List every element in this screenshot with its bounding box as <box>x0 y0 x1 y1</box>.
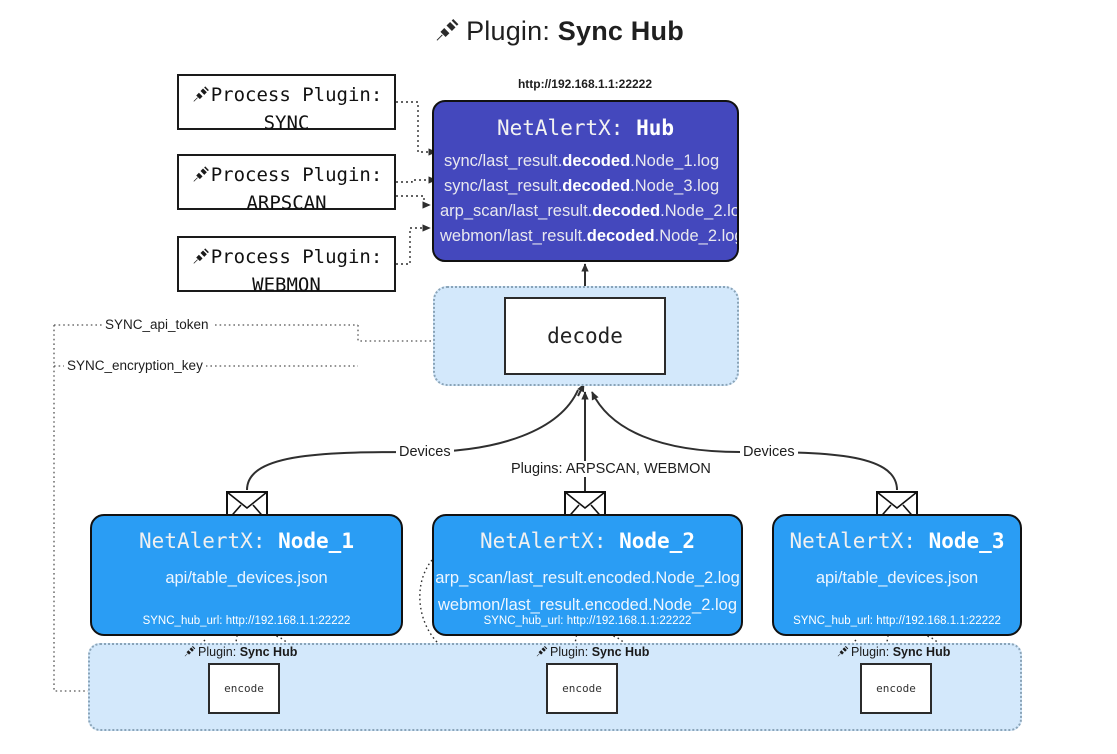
plug-icon <box>433 17 460 51</box>
encode-box-3[interactable]: encode <box>860 663 932 714</box>
hub-title: NetAlertX: Hub <box>496 116 674 140</box>
node-3-hub-url: SYNC_hub_url: http://192.168.1.1:22222 <box>793 615 1001 627</box>
plug-icon <box>535 645 548 661</box>
node-box-node-1[interactable]: NetAlertX: Node_1 api/table_devices.json… <box>90 514 403 636</box>
encoder-1-caption: Plugin: Sync Hub <box>183 645 297 661</box>
hub-log-row: webmon/last_result.decoded.Node_2.log <box>440 227 739 245</box>
plug-icon <box>836 645 849 661</box>
process-plugin-sync-line1: Process Plugin: <box>179 83 394 111</box>
edge-arpscan-to-hub-row3 <box>396 195 431 209</box>
node-1-title: NetAlertX: Node_1 <box>139 529 354 553</box>
process-plugin-arpscan-line1: Process Plugin: <box>179 163 394 191</box>
process-plugin-webmon-line2: WEBMON <box>252 274 321 297</box>
edge-sync-to-hub-row1 <box>396 101 437 156</box>
process-plugin-sync-box[interactable]: Process Plugin: SYNC <box>177 74 396 134</box>
encode-box-1[interactable]: encode <box>208 663 280 714</box>
node-1-hub-url: SYNC_hub_url: http://192.168.1.1:22222 <box>142 615 351 627</box>
edge-label-devices-left: Devices <box>396 444 454 460</box>
hub-log-row: arp_scan/last_result.decoded.Node_2.log <box>440 202 737 220</box>
page-title-name: Sync Hub <box>557 16 684 46</box>
node-3-line: api/table_devices.json <box>815 569 979 587</box>
node-2-title: NetAlertX: Node_2 <box>480 529 695 553</box>
hub-log-row: sync/last_result.decoded.Node_3.log <box>444 177 720 195</box>
node-3-lines: api/table_devices.json <box>774 565 1020 592</box>
node-1-line: api/table_devices.json <box>165 569 328 587</box>
edge-sync-to-hub-row2 <box>396 176 437 184</box>
plug-icon <box>191 85 210 111</box>
node-2-line: webmon/last_result.encoded.Node_2.log <box>437 596 738 614</box>
encoder-3-caption: Plugin: Sync Hub <box>836 645 950 661</box>
hub-url-label: http://192.168.1.1:22222 <box>517 77 653 91</box>
process-plugin-webmon-line1: Process Plugin: <box>179 245 394 273</box>
process-plugin-arpscan-line2: ARPSCAN <box>246 192 327 215</box>
process-plugin-webmon-box[interactable]: Process Plugin: WEBMON <box>177 236 396 296</box>
node-box-node-2[interactable]: NetAlertX: Node_2 arp_scan/last_result.e… <box>432 514 743 636</box>
plug-icon <box>183 645 196 661</box>
node-box-node-3[interactable]: NetAlertX: Node_3 api/table_devices.json… <box>772 514 1022 636</box>
node-2-lines: arp_scan/last_result.encoded.Node_2.log … <box>434 565 741 619</box>
page-title: Plugin: Sync Hub <box>0 16 1117 51</box>
page-title-prefix: Plugin: <box>466 16 558 46</box>
edge-webmon-to-hub-row4 <box>396 224 431 265</box>
encode-box-2[interactable]: encode <box>546 663 618 714</box>
plug-icon <box>191 165 210 191</box>
decode-box[interactable]: decode <box>504 297 666 375</box>
hub-node[interactable]: NetAlertX: Hub sync/last_result.decoded.… <box>432 100 739 262</box>
edge-label-sync-encryption-key: SYNC_encryption_key <box>64 358 206 373</box>
node-3-title: NetAlertX: Node_3 <box>789 529 1005 553</box>
node-2-hub-url: SYNC_hub_url: http://192.168.1.1:22222 <box>483 615 692 627</box>
hub-log-row: sync/last_result.decoded.Node_1.log <box>444 152 720 170</box>
process-plugin-arpscan-box[interactable]: Process Plugin: ARPSCAN <box>177 154 396 214</box>
edge-label-devices-right: Devices <box>740 444 798 460</box>
process-plugin-sync-line2: SYNC <box>263 112 310 135</box>
node-1-lines: api/table_devices.json <box>92 565 401 592</box>
encoder-2-caption: Plugin: Sync Hub <box>535 645 649 661</box>
hub-log-list: sync/last_result.decoded.Node_1.log sync… <box>434 149 737 249</box>
plug-icon <box>191 247 210 273</box>
edge-label-sync-api-token: SYNC_api_token <box>102 317 212 332</box>
node-2-line: arp_scan/last_result.encoded.Node_2.log <box>435 569 740 587</box>
edge-label-plugins-center: Plugins: ARPSCAN, WEBMON <box>508 461 714 477</box>
